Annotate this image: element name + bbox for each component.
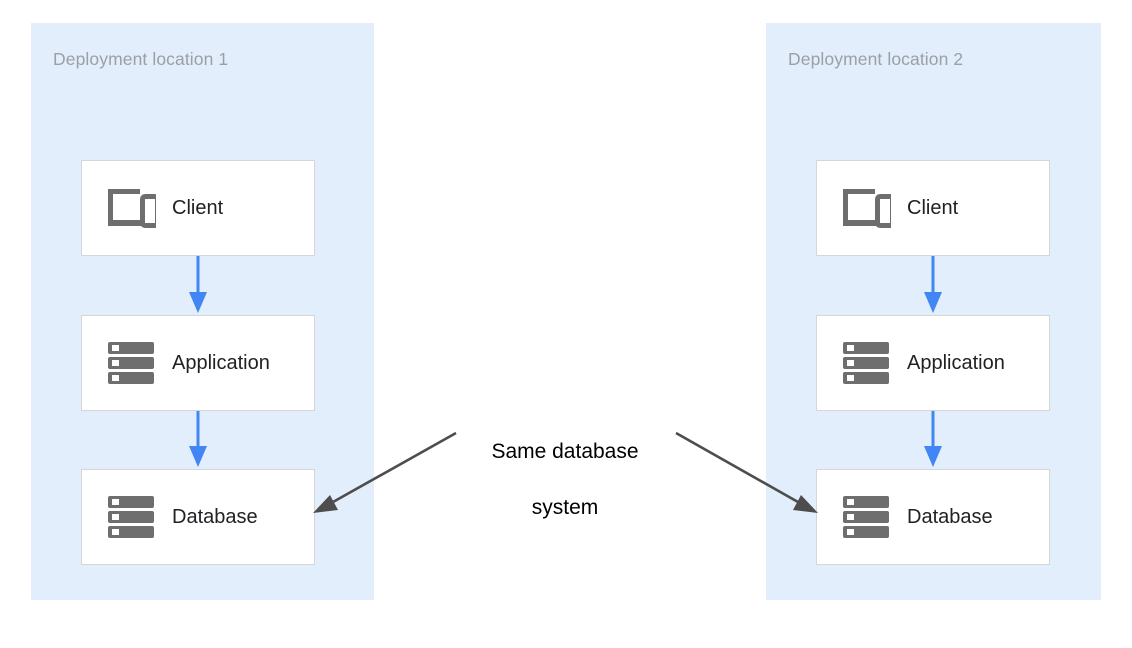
devices-icon [102, 184, 160, 232]
panel-1-title: Deployment location 1 [53, 49, 229, 69]
node-client-1-label: Client [172, 196, 224, 219]
annotation-line-2: system [531, 496, 599, 519]
node-client-2[interactable]: Client [816, 160, 1050, 256]
node-database-1-label: Database [172, 505, 258, 528]
server-stack-icon [102, 493, 160, 541]
node-database-2-label: Database [907, 505, 993, 528]
devices-icon [837, 184, 895, 232]
node-client-2-label: Client [907, 196, 959, 219]
server-stack-icon [837, 493, 895, 541]
node-client-1[interactable]: Client [81, 160, 315, 256]
node-application-2-label: Application [907, 351, 1005, 374]
panel-2-title: Deployment location 2 [788, 49, 964, 69]
node-database-1[interactable]: Database [81, 469, 315, 565]
node-application-1[interactable]: Application [81, 315, 315, 411]
server-stack-icon [837, 339, 895, 387]
node-application-2[interactable]: Application [816, 315, 1050, 411]
annotation-label: Same database system [465, 410, 665, 550]
node-application-1-label: Application [172, 351, 270, 374]
server-stack-icon [102, 339, 160, 387]
annotation-line-1: Same database [491, 440, 639, 463]
node-database-2[interactable]: Database [816, 469, 1050, 565]
